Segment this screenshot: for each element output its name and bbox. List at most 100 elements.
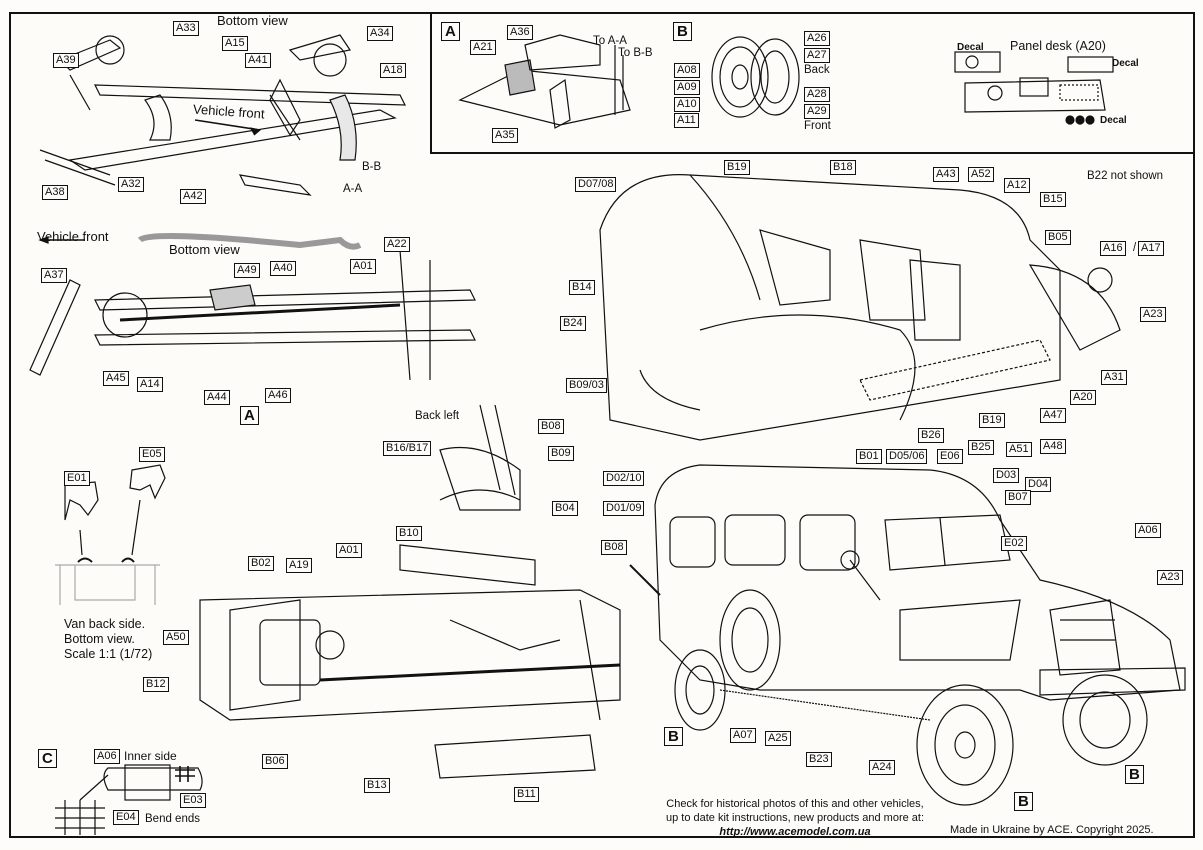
part-label: A35 [492, 128, 518, 143]
part-label: A28 [804, 87, 830, 102]
chassis-marker-a: A [240, 406, 259, 425]
part-label: A07 [730, 728, 756, 743]
part-label: B24 [560, 316, 586, 331]
part-label: E06 [937, 449, 963, 464]
panel-desk-drawing [954, 51, 1114, 125]
part-label: A08 [674, 63, 700, 78]
slash-separator: / [1133, 242, 1137, 254]
part-label: A01 [350, 259, 376, 274]
part-label: B05 [1045, 230, 1071, 245]
b22-note: B22 not shown [1087, 170, 1164, 182]
decal-label: Decal [1100, 115, 1127, 126]
part-label: B04 [552, 501, 578, 516]
part-label: A50 [163, 630, 189, 645]
part-label: A43 [933, 167, 959, 182]
caption-line: Scale 1:1 (1/72) [64, 647, 153, 661]
chassis-bottom-view-drawing [39, 34, 406, 196]
footer-line-2: up to date kit instructions, new product… [665, 812, 925, 824]
part-label: A06 [94, 749, 120, 764]
part-label: A47 [1040, 408, 1066, 423]
part-label: A09 [674, 80, 700, 95]
part-label: B15 [1040, 192, 1066, 207]
part-label: A16 [1100, 241, 1126, 256]
bottom-view-caption-2: Bottom view [169, 242, 240, 257]
part-label: E05 [139, 447, 165, 462]
part-label: D07/08 [575, 177, 617, 192]
part-label: D05/06 [886, 449, 928, 464]
part-label: A25 [765, 731, 791, 746]
caption-line: Van back side. [64, 617, 146, 631]
part-label: E02 [1001, 536, 1027, 551]
part-label: A33 [173, 21, 199, 36]
part-label: B06 [262, 754, 288, 769]
part-label: A52 [968, 167, 994, 182]
part-label: A46 [265, 388, 291, 403]
part-label: A37 [41, 268, 67, 283]
part-label: B26 [918, 428, 944, 443]
footer-line-1: Check for historical photos of this and … [666, 798, 924, 810]
part-label: A17 [1138, 241, 1164, 256]
part-label: A22 [384, 237, 410, 252]
part-label: A24 [869, 760, 895, 775]
wheel-drawing [711, 36, 800, 118]
part-label: B12 [143, 677, 169, 692]
part-label: A14 [137, 377, 163, 392]
part-label: B23 [806, 752, 832, 767]
bottom-view-caption-1: Bottom view [217, 13, 288, 28]
part-label: B09 [548, 446, 574, 461]
website-link[interactable]: http://www.acemodel.com.ua [719, 826, 871, 838]
part-label: A49 [234, 263, 260, 278]
part-label: B01 [856, 449, 882, 464]
part-label: D02/10 [603, 471, 645, 486]
part-label: B19 [979, 413, 1005, 428]
body-interior-drawing [599, 174, 1121, 441]
bend-ends-caption: Bend ends [145, 813, 200, 825]
fender-parts-drawing [55, 464, 166, 605]
part-label: E03 [180, 793, 206, 808]
back-left-drawing [439, 404, 521, 511]
part-label: A15 [222, 36, 248, 51]
part-label: A51 [1006, 442, 1032, 457]
part-label: E04 [113, 810, 139, 825]
part-label: A40 [270, 261, 296, 276]
section-a-a: A-A [343, 183, 363, 195]
inset-c-marker: C [38, 749, 57, 768]
inset-a-drawing [458, 34, 631, 129]
part-label: B25 [968, 440, 994, 455]
part-label: A48 [1040, 439, 1066, 454]
part-label: A10 [674, 97, 700, 112]
inset-c-drawing [55, 764, 203, 835]
part-label: A06 [1135, 523, 1161, 538]
back-wheel-caption: Back [804, 64, 830, 76]
part-label: B16/B17 [383, 441, 432, 456]
part-label: A19 [286, 558, 312, 573]
part-label: A38 [42, 185, 68, 200]
part-label: A34 [367, 26, 393, 41]
part-label: B08 [601, 540, 627, 555]
copyright: Made in Ukraine by ACE. Copyright 2025. [950, 824, 1154, 836]
panel-desk-title: Panel desk (A20) [1010, 39, 1106, 53]
part-label: A12 [1004, 178, 1030, 193]
part-label: A39 [53, 53, 79, 68]
part-label: A45 [103, 371, 129, 386]
chassis-mid-drawing [29, 233, 476, 381]
front-wheel-caption: Front [804, 120, 831, 132]
part-label: A31 [1101, 370, 1127, 385]
decal-label: Decal [957, 42, 984, 53]
part-label: A36 [507, 25, 533, 40]
section-b-b: B-B [362, 161, 382, 173]
part-label: D03 [993, 468, 1020, 483]
part-label: B18 [830, 160, 856, 175]
part-label: A29 [804, 104, 830, 119]
part-label: B10 [396, 526, 422, 541]
part-label: A26 [804, 31, 830, 46]
part-label: A32 [118, 177, 144, 192]
part-label: A23 [1140, 307, 1166, 322]
detail-inset-frame [430, 12, 1195, 154]
part-label: A27 [804, 48, 830, 63]
caption-line: Bottom view. [64, 632, 135, 646]
van-back-caption: Van back side. Bottom view. Scale 1:1 (1… [64, 617, 152, 662]
part-label: B07 [1005, 490, 1031, 505]
to-b-b-label: To B-B [618, 47, 653, 59]
